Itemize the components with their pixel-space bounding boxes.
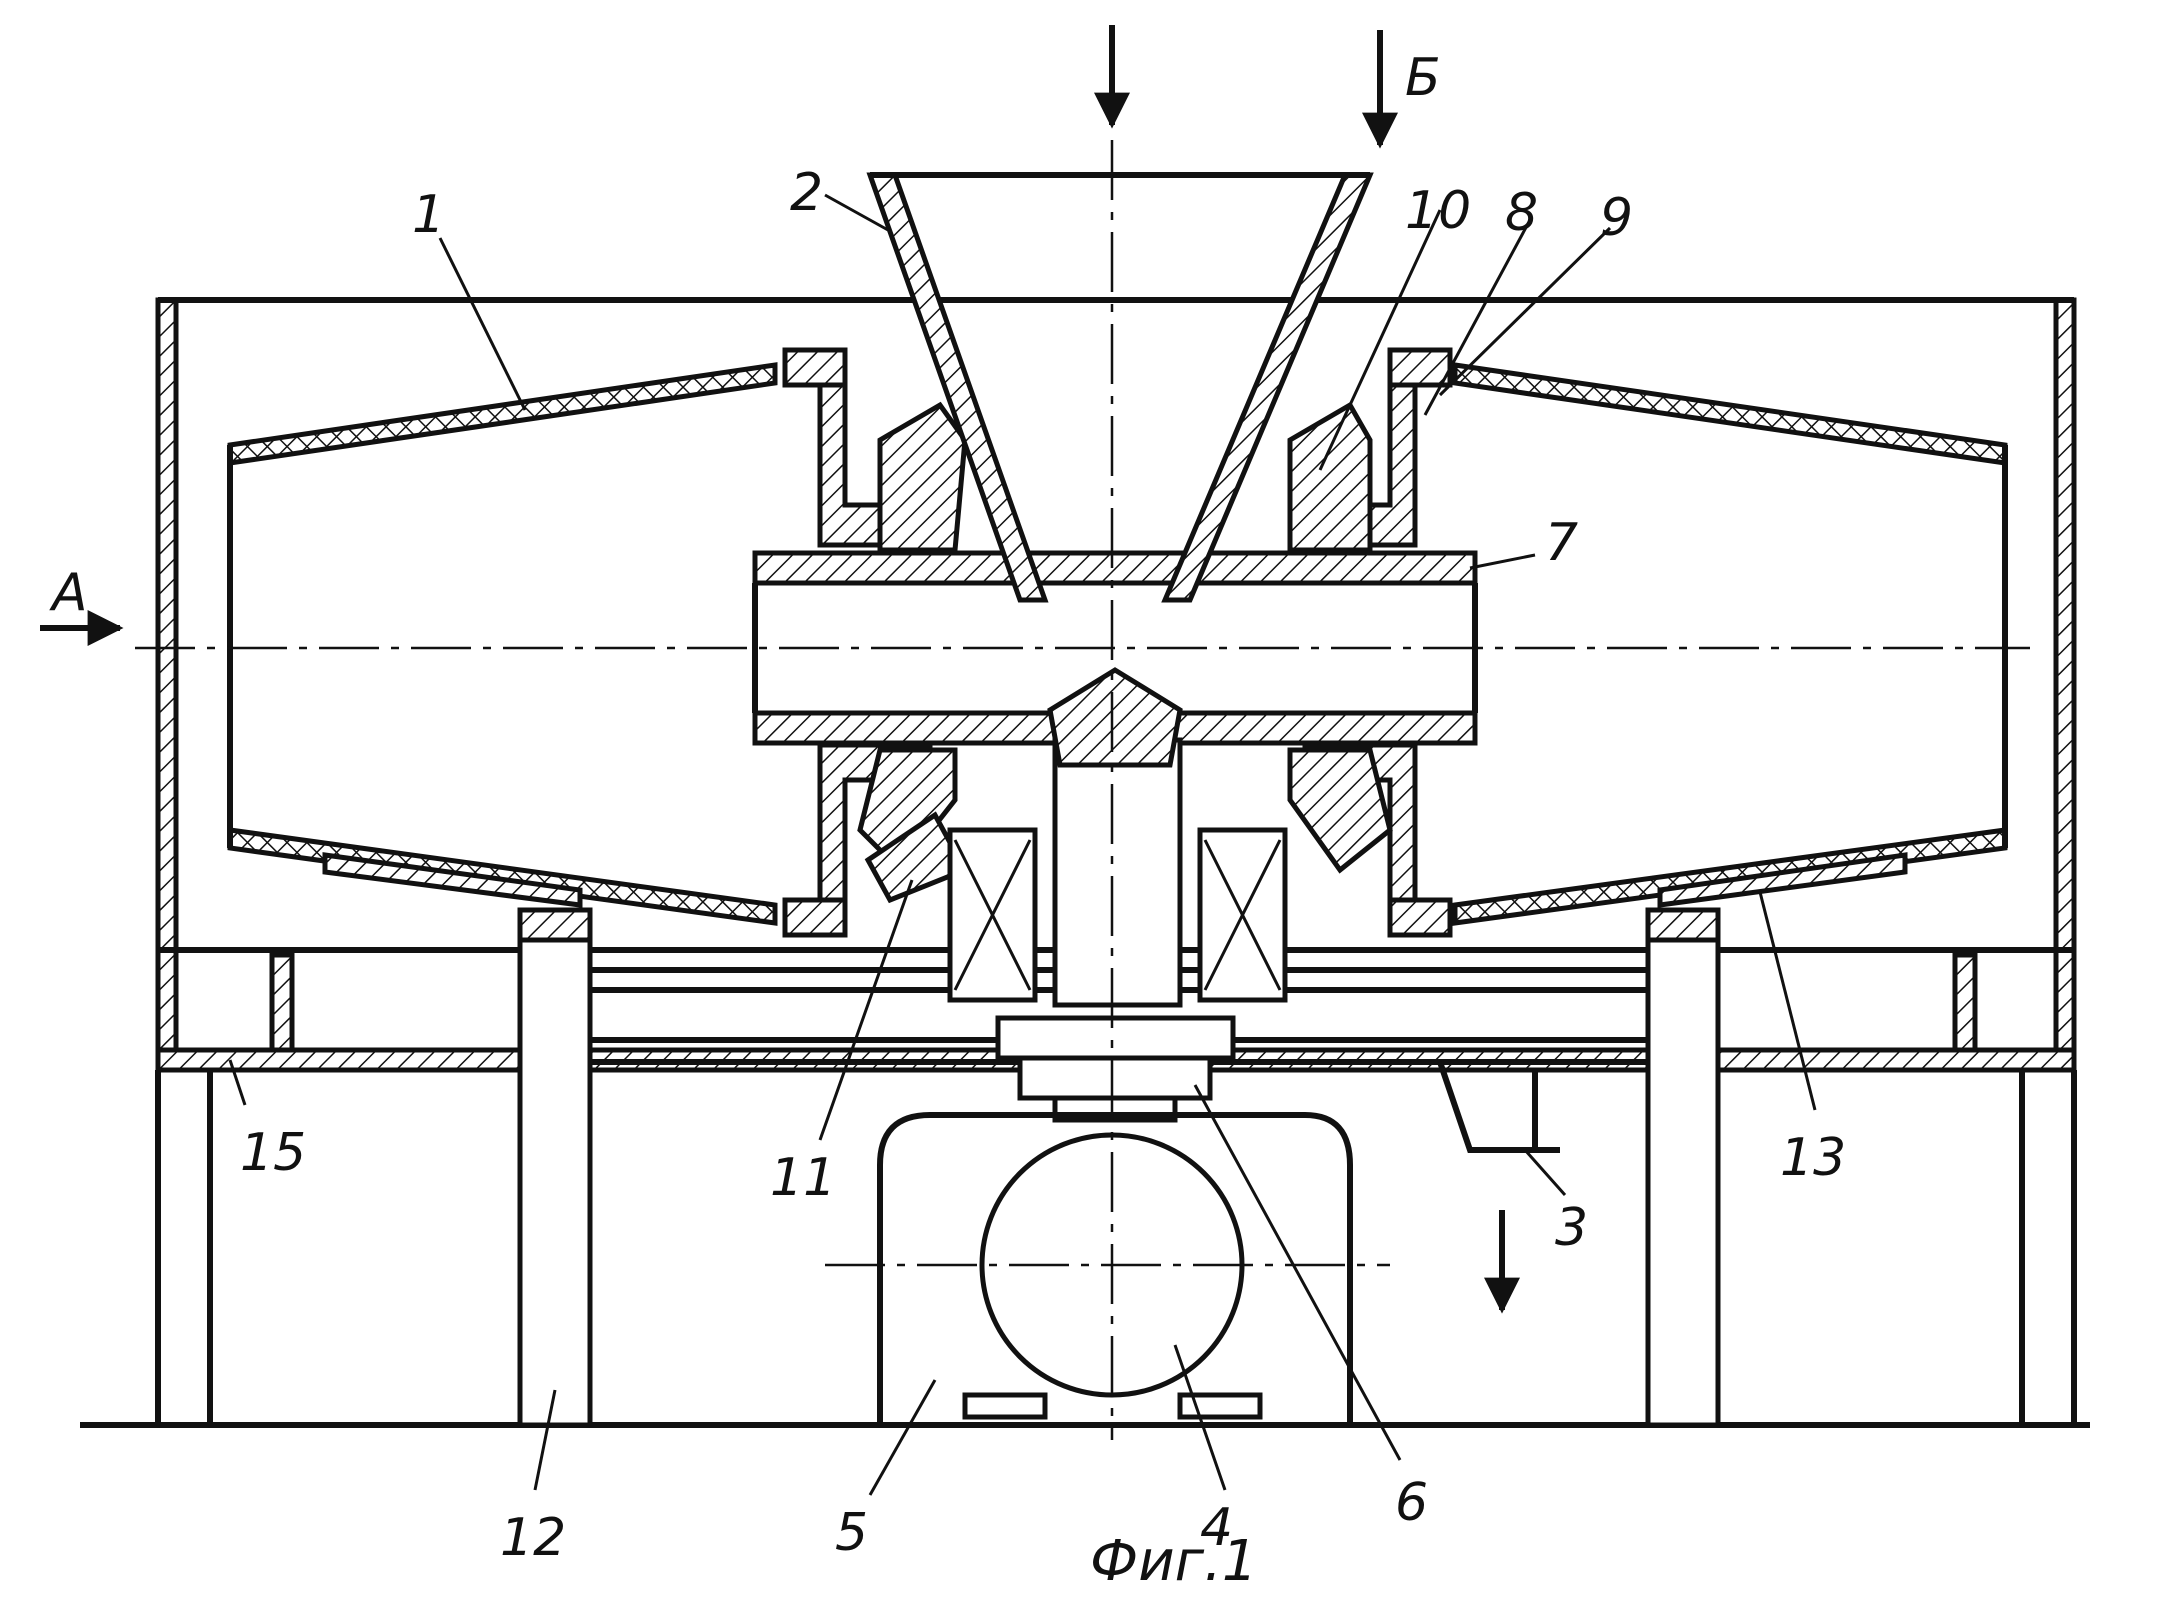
label-15: 15 [240,1123,306,1183]
label-6: 6 [1395,1473,1428,1533]
figure-caption: Фиг.1 [1090,1529,1257,1594]
label-flow-b: Б [1405,48,1441,108]
outlet-pipe [1440,1062,1560,1150]
callout-labels: 1 2 10 8 9 7 11 15 13 3 12 5 4 6 А Б Фиг… [49,48,1846,1594]
label-12: 12 [500,1508,566,1568]
coupling [998,1018,1233,1120]
right-conical-drum [1455,365,2005,923]
label-11: 11 [770,1148,836,1208]
label-5: 5 [835,1503,868,1563]
label-7: 7 [1545,513,1578,573]
label-flow-a: А [49,563,88,623]
label-2: 2 [790,163,823,223]
label-10: 10 [1405,181,1471,241]
label-1: 1 [412,185,445,245]
label-8: 8 [1505,183,1538,243]
label-3: 3 [1555,1198,1588,1258]
label-9: 9 [1600,188,1633,248]
label-13: 13 [1780,1128,1846,1188]
left-conical-drum [230,365,775,923]
